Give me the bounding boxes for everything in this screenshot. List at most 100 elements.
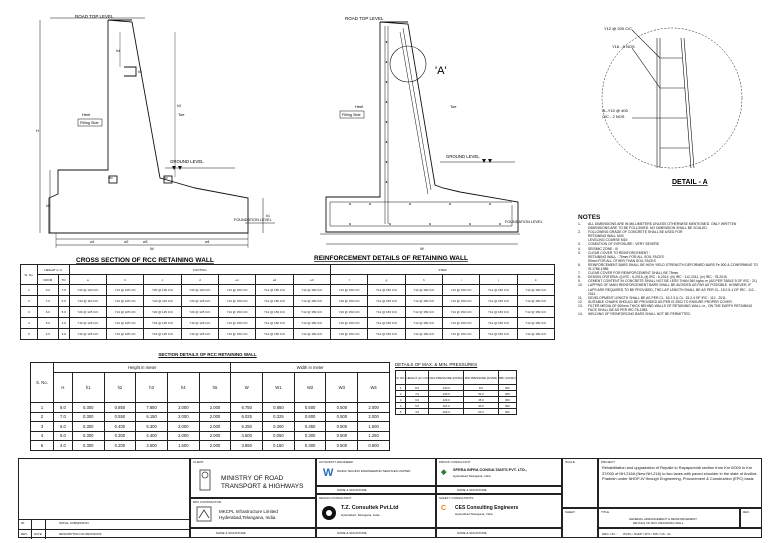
authority-logo-icon: W	[323, 467, 334, 479]
key-dim-left: 150	[108, 176, 113, 180]
table-cell: Y16 @ 125 C/C	[68, 328, 108, 340]
rev-label: REV.	[743, 510, 750, 514]
table-cell: 7.0	[53, 411, 73, 422]
note-item: 5.CLEAR COVER TO REINFORCEMENT :	[578, 251, 758, 255]
table-cell: Y12 @ 125 C/C	[106, 284, 145, 296]
table-cell: 7.0	[36, 295, 59, 307]
table-cell: Y12 @ 150 C/C	[441, 328, 481, 340]
table-cell: Y12 @ 150 C/C	[516, 328, 556, 340]
note-text: REINFORCEMENT BARS SHALL BE HIGH YIELD S…	[588, 262, 758, 272]
table-cell: 2.000	[357, 402, 390, 413]
reinf-col-header: e3	[292, 274, 332, 285]
table-cell: 6.0	[57, 295, 70, 307]
rebar-dots	[349, 41, 501, 225]
pressure-col-header: SBC (KN/M2)	[497, 370, 518, 385]
title-text-1: GENERAL ARRANGEMENT & REINFORCEMENT	[629, 517, 698, 521]
foundation-level-label: FOUNDATION LEVEL	[234, 218, 272, 222]
reinf-stem-group: STEM	[330, 264, 555, 275]
epc-logo-icon	[196, 506, 212, 522]
table-cell: 3	[30, 421, 54, 432]
title-block: 00 INITIAL SUBMISSION REV. DATE DESCRIPT…	[18, 458, 762, 539]
epc-line-1: MKCPL Infrastructure Limited	[219, 509, 278, 514]
table-cell: 4.0	[53, 440, 73, 451]
note-text: FOLLOWING GRADE OF CONCRETE SHALL BE USE…	[588, 230, 683, 235]
table-cell: 0.300	[71, 430, 105, 441]
table-cell: Y12 @ 150 C/C	[255, 317, 294, 329]
ground-level-label: GROUND LEVEL	[170, 159, 204, 164]
table-cell: 0.300	[262, 421, 295, 432]
table-cell: 0.500	[325, 402, 359, 413]
table-cell: 5	[20, 328, 38, 340]
note-number: 3.	[578, 242, 581, 247]
table-cell: 5.250	[230, 421, 264, 432]
proof-name: SPERA INFRA CONSULTANTS PVT. LTD.,	[453, 468, 527, 472]
authority-name: WADIA TECHNO ENGINEERING SERVICES LIMITE…	[337, 469, 411, 473]
table-cell: Y20 @ 100 C/C	[68, 284, 108, 296]
note-text: RETAINING WALL M40	[588, 234, 624, 239]
note-text: DEVELOPMENT LENGTH SHALL BE AS PER CL. 1…	[588, 295, 727, 300]
reinf-col-header: j	[479, 274, 518, 285]
dim-h5: h5	[46, 204, 50, 208]
client-label: CLIENT	[193, 460, 204, 464]
table-cell: 3.0	[57, 328, 70, 340]
design-block: DESIGN CONSULTANT T.Z. Consultek Pvt.Ltd…	[316, 494, 436, 528]
table-cell: 0.500	[325, 421, 359, 432]
note-text: DESIGN CRITERIA :(i) IRC : 6-2015, (ii) …	[588, 275, 727, 280]
section-col-header: h3	[135, 372, 168, 403]
note-number: 7.	[578, 271, 581, 276]
table-cell: Y12 @ 125 C/C	[106, 295, 145, 307]
detail-a-label-4: C/C - 2 NOS	[602, 114, 625, 119]
table-cell: Y12 @ 150 C/C	[292, 284, 332, 296]
rev-no: 00	[21, 521, 25, 525]
reinf-col-header: k	[516, 274, 556, 285]
table-cell: 4.0	[36, 328, 59, 340]
table-cell: 300	[497, 408, 518, 415]
note-number: 12.	[578, 299, 583, 304]
section-col-header: h5	[198, 372, 232, 403]
table-cell: Y12 @ 150 C/C	[218, 284, 257, 296]
note-text: RETAINING WALL : 75mm FOR ALL SOIL FACES	[588, 254, 664, 259]
safety-block: SAFETY CONSULTANTS C CES Consulting Engi…	[436, 494, 562, 528]
filling-side-label: Filling Side	[80, 121, 99, 125]
note-item: LEVELING COARSE M15	[578, 238, 758, 242]
note-number: 10.	[578, 283, 583, 288]
epc-block: EPC CONTRACTOR MKCPL Infrastructure Limi…	[190, 498, 316, 528]
ground-level-label-right: GROUND LEVEL	[446, 154, 480, 159]
rev-description: INITIAL SUBMISSION	[59, 521, 89, 525]
table-cell: 4.500	[230, 430, 264, 441]
section-col-header: W4	[357, 372, 390, 403]
table-cell: Y12 @ 150 C/C	[329, 284, 369, 296]
table-cell: Y12 @ 150 C/C	[255, 295, 294, 307]
table-cell: Y20 @ 125 C/C	[143, 306, 182, 318]
epc-line-2: Hyderabad,Telangana, India.	[219, 515, 277, 520]
table-cell: Y20 @ 110 C/C	[143, 295, 182, 307]
table-cell: Y20 @ 150 C/C	[329, 295, 369, 307]
proof-sign-label: NAME & SIGNATURE	[457, 488, 487, 492]
note-text: WELDING OF REINFORCING BARS SHALL NOT BE…	[588, 312, 691, 317]
table-cell: Y16 @ 125 C/C	[143, 317, 182, 329]
dim-w4: w4	[205, 240, 210, 244]
note-text: LEVELING COARSE M15	[588, 238, 628, 243]
table-cell: 3.500	[135, 440, 168, 451]
table-cell: Y12 @ 150 C/C	[441, 295, 481, 307]
reinf-col-header: g	[367, 274, 406, 285]
table-cell: 3.850	[230, 440, 264, 451]
dim-h4: h4	[116, 49, 120, 53]
section-col-header: h2	[103, 372, 137, 403]
reinforcement-title: REINFORCEMENT DETAILS OF RETAINING WALL	[314, 255, 468, 262]
reinf-col-header: c	[143, 274, 182, 285]
drg-label: DRG. NO. :	[602, 532, 618, 536]
design-sign-label: NAME & SIGNATURE	[337, 531, 367, 535]
epc-sign-label: NAME & SIGNATURE	[216, 531, 246, 535]
table-cell: 0.050	[262, 430, 295, 441]
table-cell: Y12 @ 125 C/C	[106, 306, 145, 318]
table-cell: 1	[30, 402, 54, 413]
table-cell: 4	[30, 430, 54, 441]
note-text: CONDITION OF EXPOSURE : VERY SEVERE	[588, 242, 660, 247]
note-item: 2.FOLLOWING GRADE OF CONCRETE SHALL BE U…	[578, 230, 758, 234]
table-cell: 6.025	[230, 411, 264, 422]
title-text-2: DETAILS OF RCC RETAINING WALL	[633, 521, 684, 525]
note-item: RETAINING WALL : 75mm FOR ALL SOIL FACES	[578, 255, 758, 259]
note-text: SUITABLE CHAIRS SHOULD BE PROVIDED AS PE…	[588, 299, 733, 304]
